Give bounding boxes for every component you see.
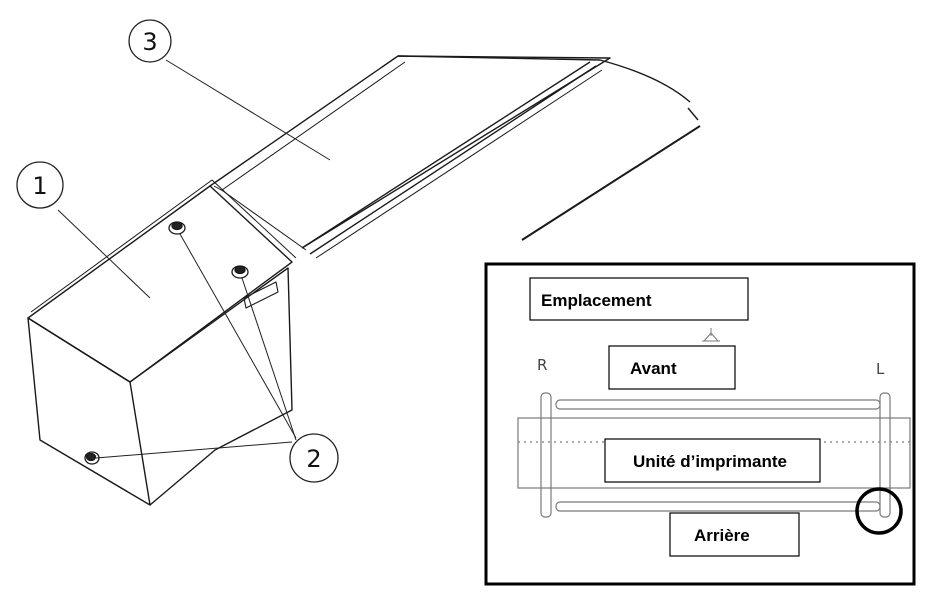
screw-middle	[231, 265, 249, 279]
part-3-lower-edge	[521, 125, 701, 241]
cover-assembly-drawing	[27, 55, 701, 506]
leader-2-lower	[95, 441, 293, 459]
leader-3	[165, 59, 331, 161]
avant-label: Avant	[630, 359, 677, 378]
printer-unit-label: Unité d’imprimante	[633, 452, 787, 471]
emplacement-box: Emplacement	[529, 277, 749, 321]
screw-lower	[84, 451, 100, 465]
printer-unit-box: Unité d’imprimante	[604, 438, 821, 483]
screw-upper	[168, 221, 186, 235]
part-1-top-edge	[30, 179, 297, 313]
right-side-label: R	[537, 356, 547, 374]
emplacement-label: Emplacement	[541, 291, 652, 310]
printer-unit-schematic	[517, 328, 911, 518]
part-3-top-curve	[397, 55, 691, 103]
printer-body	[517, 417, 911, 489]
callout-2: 2	[289, 433, 339, 483]
callout-3: 3	[128, 19, 172, 63]
left-side-label: L	[876, 360, 885, 378]
callout-1-text: 1	[32, 172, 47, 200]
part-3-top-face	[209, 55, 611, 249]
leader-2-upper	[179, 233, 297, 439]
arriere-label: Arrière	[694, 526, 750, 545]
location-inset: R L Emplacement Avant Unité d’imprimante…	[484, 262, 916, 586]
part-1-front-face	[27, 317, 151, 506]
leader-lines	[57, 59, 331, 459]
part-3-divider-1	[221, 61, 406, 191]
viewpoint-marker	[702, 328, 720, 342]
part-3-rail-3	[315, 69, 603, 259]
part-3-rail-2	[309, 65, 597, 255]
location-highlight-circle	[855, 487, 903, 535]
part-3-divider-2	[213, 185, 307, 251]
leader-2-middle	[241, 277, 297, 441]
callout-2-text: 2	[306, 445, 321, 473]
left-side-bar	[879, 392, 891, 518]
part-1-bracket	[243, 281, 279, 309]
avant-box: Avant	[608, 345, 736, 390]
leader-1	[57, 209, 151, 299]
part-3-rail-1	[301, 61, 591, 249]
part-3-edge-stub	[687, 107, 699, 121]
part-1-side-face	[129, 267, 293, 506]
right-side-bar	[540, 392, 552, 518]
screws	[84, 221, 249, 465]
callout-1: 1	[16, 161, 64, 209]
callout-3-text: 3	[142, 28, 157, 56]
arriere-box: Arrière	[669, 512, 800, 557]
part-1-top-face	[27, 185, 293, 383]
